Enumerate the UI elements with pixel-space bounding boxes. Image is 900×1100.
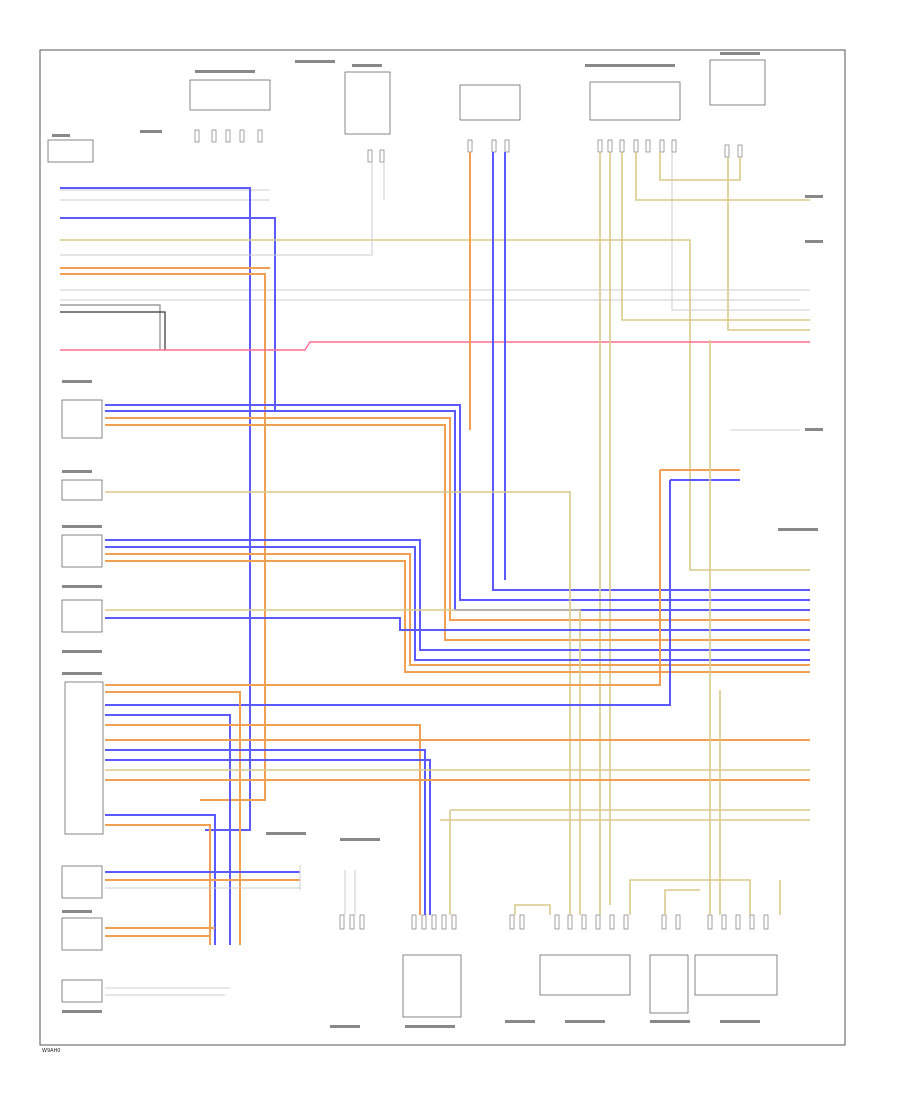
pins-left-module <box>597 139 677 153</box>
component-box-left-6 <box>61 865 103 899</box>
label-marks <box>52 52 823 1028</box>
component-box-left-3 <box>61 534 103 568</box>
diagram-code: W9AH0 <box>42 1048 61 1054</box>
pins-relay <box>467 139 510 153</box>
component-box-left-module <box>589 81 681 121</box>
component-box-left-4 <box>61 599 103 633</box>
pins-ignition <box>367 149 385 163</box>
component-box-left-2 <box>61 479 103 501</box>
top-components <box>47 59 766 163</box>
component-box-bottom-3 <box>649 954 689 1014</box>
diagram-frame <box>39 49 846 1046</box>
pins-top-right <box>724 144 743 158</box>
component-box-left-1 <box>61 399 103 439</box>
component-box-top-left <box>47 139 94 163</box>
component-box-bottom-1 <box>402 954 462 1018</box>
component-box-fuse-block <box>189 79 271 111</box>
component-box-left-7 <box>61 917 103 951</box>
left-components <box>61 399 104 1003</box>
component-box-ignition <box>344 71 391 135</box>
bottom-components <box>339 914 778 1018</box>
wires <box>60 152 810 996</box>
component-box-left-8 <box>61 979 103 1003</box>
pins-bottom <box>339 914 769 930</box>
component-box-large-module <box>64 681 104 835</box>
component-box-relay <box>459 84 521 121</box>
component-box-bottom-4 <box>694 954 778 996</box>
component-box-top-right <box>709 59 766 106</box>
component-box-bottom-2 <box>539 954 631 996</box>
pins-fuse-block <box>194 129 263 143</box>
